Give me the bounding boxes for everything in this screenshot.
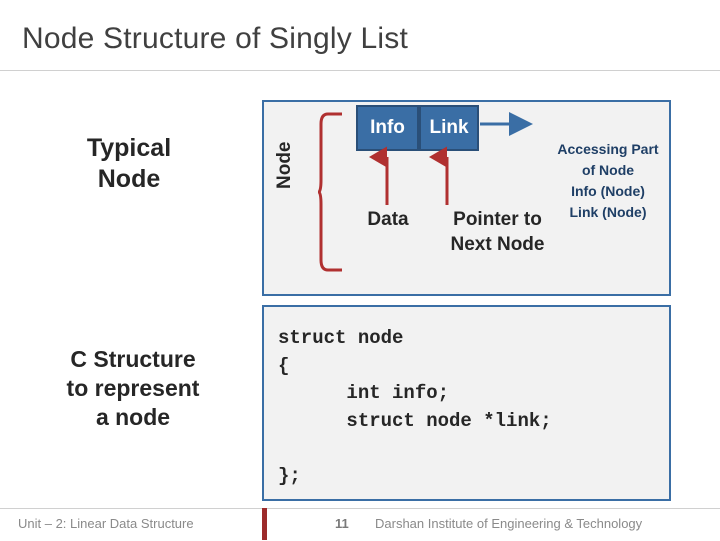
footer-bar — [0, 508, 720, 541]
code-panel — [262, 305, 671, 501]
link-cell: Link — [419, 105, 479, 151]
footer-institute-label: Darshan Institute of Engineering & Techn… — [375, 516, 643, 531]
c-structure-code: struct node { int info; struct node *lin… — [278, 327, 552, 487]
c-structure-label: C Structure to represent a node — [66, 346, 200, 430]
footer-page-number: 11 — [335, 516, 349, 531]
node-vertical-label: Node — [274, 141, 295, 189]
title-divider — [0, 70, 720, 71]
data-label: Data — [367, 209, 409, 230]
page-title: Node Structure of Singly List — [22, 22, 408, 55]
node-brace-icon — [318, 112, 342, 272]
typical-node-label: Typical Node — [86, 134, 172, 194]
info-cell: Info — [356, 105, 419, 151]
pointer-to-next-node-label: Pointer to Next Node — [450, 209, 545, 255]
footer-unit-label: Unit – 2: Linear Data Structure — [18, 516, 194, 531]
accessing-part-label: Accessing Part of Node Info (Node) Link … — [557, 141, 659, 220]
footer-accent-bar — [262, 508, 267, 540]
